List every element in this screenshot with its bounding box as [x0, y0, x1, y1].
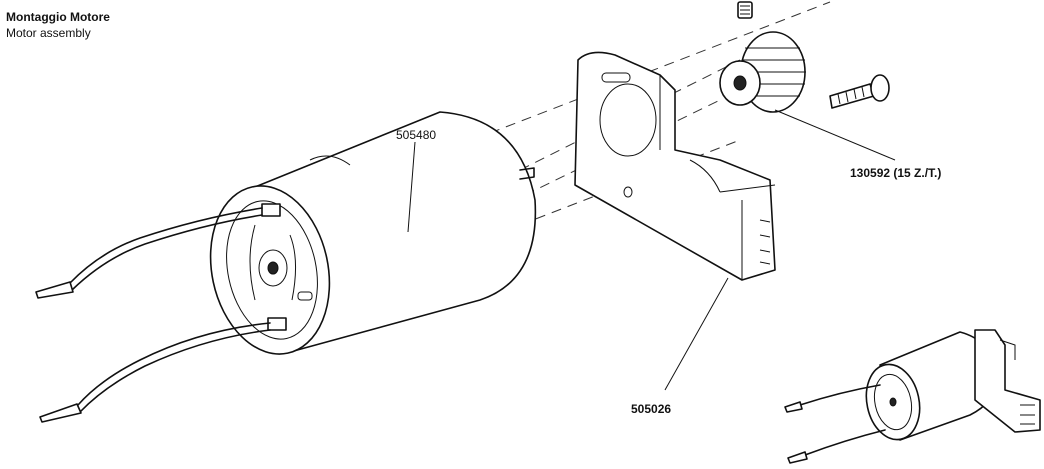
set-screw: [737, 1, 753, 19]
part-label-motor: 505480: [396, 128, 437, 142]
leader-line-pinion: [774, 109, 896, 161]
leader-line-mount: [664, 277, 729, 391]
motor-wires: [35, 207, 271, 423]
part-label-mount: 505026: [631, 402, 672, 416]
diagram-subtitle: Motor assembly: [6, 26, 91, 40]
mount-screw: [829, 74, 890, 109]
part-label-pinion: 130592 (15 Z./T.): [850, 166, 942, 180]
leader-line-motor: [407, 141, 416, 233]
assembled-thumbnail: [784, 329, 1041, 464]
pinion-130592: [719, 31, 806, 113]
diagram-title: Montaggio Motore: [6, 10, 110, 24]
mount-505026: [574, 51, 776, 281]
motor-505480: [209, 111, 537, 355]
